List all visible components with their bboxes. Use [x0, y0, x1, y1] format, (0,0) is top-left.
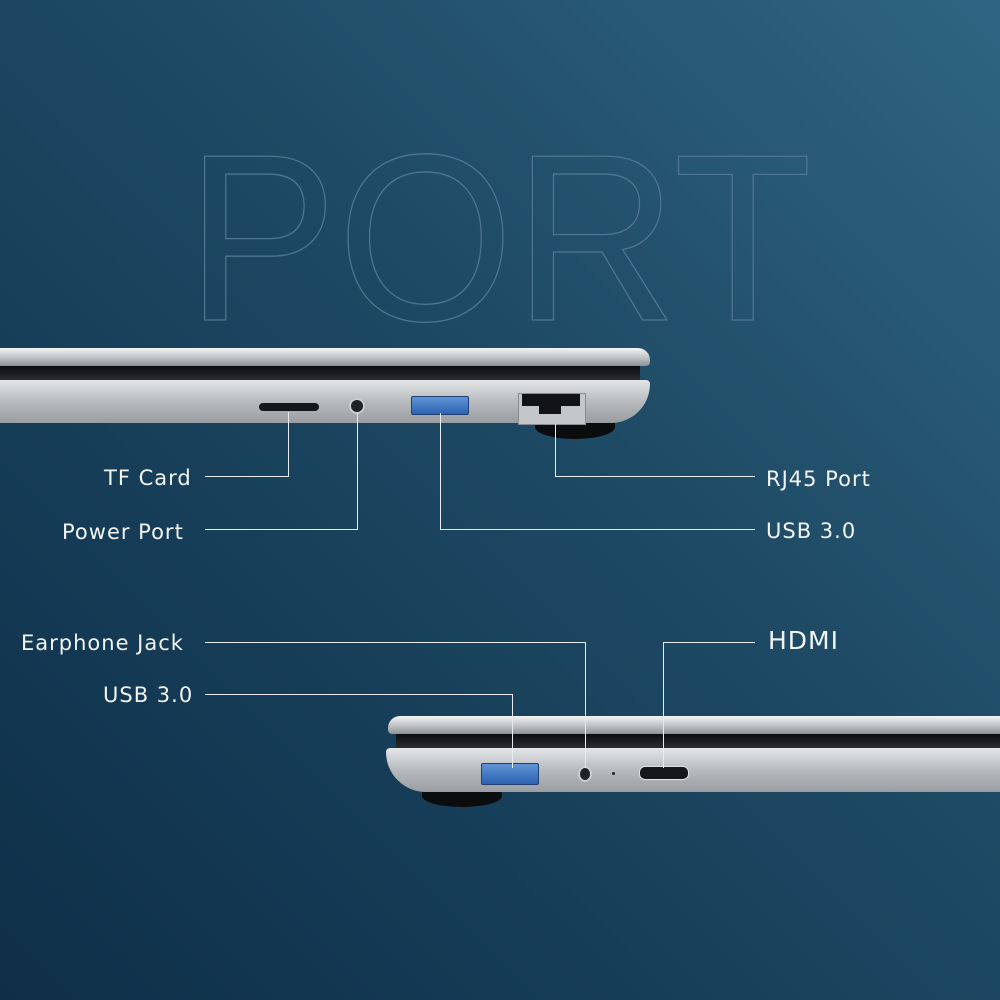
- usb-left-leader-h: [205, 694, 513, 695]
- earphone-leader-v: [585, 642, 586, 768]
- laptop-base: [386, 748, 1000, 792]
- power-port-jack: [349, 398, 365, 414]
- tf-card-leader-v: [288, 412, 289, 477]
- hinge-gap: [396, 734, 1000, 748]
- rj45-leader-h: [555, 476, 755, 477]
- page-title: PORT: [186, 106, 812, 371]
- rj45-port: [518, 393, 586, 425]
- laptop-lid: [0, 348, 650, 366]
- power-port-leader-v: [357, 413, 358, 529]
- earphone-jack: [578, 766, 592, 782]
- earphone-jack-label: Earphone Jack: [21, 631, 184, 655]
- usb-right-leader-v: [440, 413, 441, 529]
- hdmi-port: [639, 766, 689, 780]
- usb-right-leader-h: [440, 529, 755, 530]
- rj45-port-label: RJ45 Port: [766, 467, 871, 491]
- rj45-leader-v: [555, 424, 556, 476]
- laptop-left-side: [382, 713, 1000, 808]
- hdmi-leader-v: [663, 642, 664, 768]
- hdmi-label: HDMI: [768, 626, 839, 655]
- usb-port-left: [481, 763, 539, 785]
- power-port-label: Power Port: [62, 520, 184, 544]
- hdmi-leader-h: [663, 642, 755, 643]
- laptop-right-side: [0, 345, 660, 440]
- laptop-lid: [388, 716, 1000, 734]
- usb-right-label: USB 3.0: [766, 519, 857, 543]
- usb-left-leader-v: [512, 694, 513, 768]
- tf-card-leader-h: [205, 476, 289, 477]
- tf-card-slot: [259, 403, 319, 411]
- hinge-gap: [0, 366, 640, 380]
- usb-left-label: USB 3.0: [103, 683, 194, 707]
- power-port-leader-h: [205, 529, 358, 530]
- indicator-led: [612, 772, 615, 775]
- tf-card-label: TF Card: [104, 466, 192, 490]
- earphone-leader-h: [205, 642, 586, 643]
